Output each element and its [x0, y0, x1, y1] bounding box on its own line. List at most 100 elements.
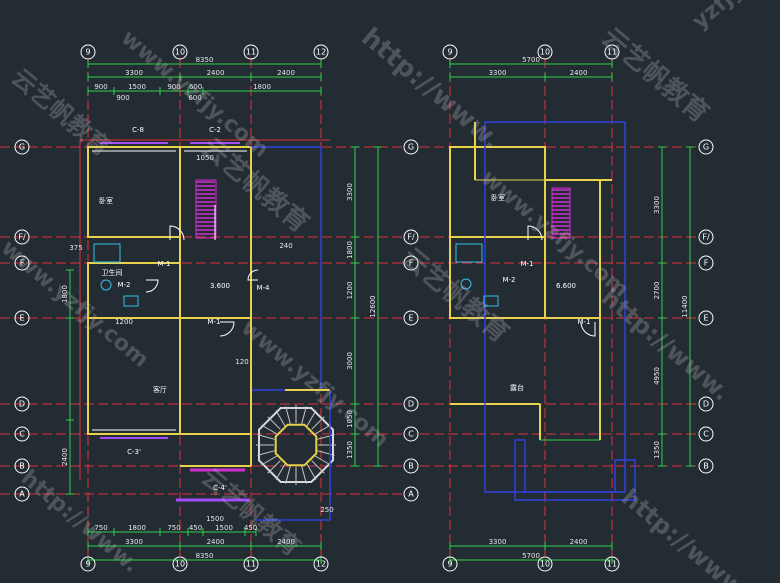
axis-right-C-circle — [698, 426, 714, 442]
tower-step-22 — [314, 424, 331, 435]
r-sink — [483, 295, 499, 307]
left-right-dims-text-5: 1350 — [346, 441, 354, 459]
r-door-m2-label: M-2 — [502, 276, 515, 284]
door-m1b-label: M-1 — [207, 318, 220, 326]
right-right-dims-text-0: 3300 — [653, 196, 661, 214]
left-top-row3-text-0: 900 — [94, 83, 107, 91]
watermark-brand-2: 云艺帆教育 — [596, 22, 716, 129]
room-bathroom-left: 卫生间 — [102, 268, 123, 277]
tower-step-9 — [267, 460, 281, 474]
axis-bottom-right-11-circle — [604, 556, 620, 572]
tower-step-4 — [306, 463, 317, 480]
axis-bottom-left-11-label: 11 — [246, 560, 256, 569]
r-door-m1b-label: M-1 — [577, 318, 590, 326]
tower-step-13 — [257, 434, 275, 440]
right-right-total-text-0: 11400 — [681, 295, 689, 317]
misc-900: 900 — [116, 94, 129, 102]
misc-600: 600 — [188, 94, 201, 102]
watermark-http-2: http://www. — [596, 283, 735, 406]
axis-mid-F-label: F — [409, 259, 414, 268]
misc-1200: 1200 — [115, 318, 133, 326]
axis-top-left-10-circle — [172, 44, 188, 60]
axis-left-F/-label: F/ — [18, 233, 26, 242]
r-outline-lower — [514, 439, 636, 501]
left-bottom-row2-text-0: 3300 — [125, 538, 143, 546]
door-arc-m1-corridor — [219, 321, 235, 337]
misc-120: 120 — [235, 358, 248, 366]
left-right-total-text-0: 12600 — [369, 295, 377, 317]
left-right-dims-text-3: 3000 — [346, 352, 354, 370]
axis-mid-G-label: G — [408, 143, 414, 152]
axis-left-D-circle — [14, 396, 30, 412]
tower-step-1 — [317, 450, 335, 456]
left-right-dims-text-4: 1050 — [346, 410, 354, 428]
r-bathtub — [455, 243, 483, 263]
tower-step-2 — [314, 455, 331, 466]
left-right-dims-text-2: 1200 — [346, 282, 354, 300]
left-bottom-row1-text-4: 1500 — [215, 524, 233, 532]
room-living-left: 客厅 — [153, 385, 167, 394]
axis-right-G-label: G — [703, 143, 709, 152]
r-door-m1-label: M-1 — [520, 260, 533, 268]
misc-375: 375 — [69, 244, 82, 252]
axis-bottom-left-10-label: 10 — [175, 560, 185, 569]
axis-right-C-label: C — [703, 430, 709, 439]
axis-top-left-12-label: 12 — [316, 48, 326, 57]
tower-step-15 — [267, 416, 281, 430]
tower-step-7 — [285, 466, 291, 484]
axis-bottom-left-9-circle — [80, 556, 96, 572]
right-bottom-dims-text-1: 2400 — [570, 538, 588, 546]
watermark-yzfjy: yzfjy — [688, 0, 749, 35]
room-terrace-right: 露台 — [510, 383, 524, 392]
window-c3-label: C-3' — [127, 448, 141, 456]
left-top-row2-text-2: 2400 — [277, 69, 295, 77]
tower-step-20 — [306, 410, 317, 427]
door-m2-label: M-2 — [117, 281, 130, 289]
left-top-row3-text-4: 1800 — [253, 83, 271, 91]
axis-right-B-circle — [698, 458, 714, 474]
axis-left-B-label: B — [19, 462, 25, 471]
axis-mid-A-label: A — [408, 490, 414, 499]
axis-mid-F/-label: F/ — [407, 233, 415, 242]
watermark-url-4: www.yzfjy.com — [476, 165, 633, 302]
axis-top-right-10-circle — [537, 44, 553, 60]
tower-step-19 — [301, 406, 307, 424]
misc-240: 240 — [279, 242, 292, 250]
door-arc-m1 — [169, 225, 185, 241]
stair-outline — [195, 179, 217, 239]
left-bottom-row1-text-1: 1800 — [128, 524, 146, 532]
axis-bottom-left-11-circle — [243, 556, 259, 572]
watermark-http-1: http://www. — [356, 22, 507, 155]
tower-step-5 — [301, 466, 307, 484]
axis-mid-D-circle — [403, 396, 419, 412]
sink — [123, 295, 139, 307]
axis-bottom-left-12-circle — [313, 556, 329, 572]
tower-step-3 — [311, 460, 325, 474]
r-door-arc-m1 — [527, 225, 543, 241]
axis-mid-F-circle — [403, 255, 419, 271]
axis-left-F-circle — [14, 255, 30, 271]
watermark-http-4: http://www. — [616, 483, 755, 583]
axis-mid-E-circle — [403, 310, 419, 326]
axis-top-left-11-circle — [243, 44, 259, 60]
right-top-total-text-0: 5700 — [522, 56, 540, 64]
left-bottom-row1-text-3: 450 — [189, 524, 202, 532]
axis-bottom-left-10-circle — [172, 556, 188, 572]
axis-mid-F/-circle — [403, 229, 419, 245]
axis-top-left-11-label: 11 — [246, 48, 256, 57]
axis-top-left-9-label: 9 — [85, 48, 90, 57]
right-right-dims-text-2: 4950 — [653, 367, 661, 385]
window-c8-label: C-8 — [132, 126, 144, 134]
axis-mid-B-circle — [403, 458, 419, 474]
watermark-brand-4: 云艺帆教育 — [396, 242, 516, 349]
tower-step-16 — [275, 410, 286, 427]
axis-bottom-right-11-label: 11 — [607, 560, 617, 569]
tower-step-14 — [261, 424, 278, 435]
left-top-total-text-0: 8350 — [196, 56, 214, 64]
axis-top-right-10-label: 10 — [540, 48, 550, 57]
right-bottom-total-text-0: 5700 — [522, 552, 540, 560]
elevation-left: 3.600 — [210, 282, 230, 290]
left-left-dims-text-0: 1800 — [61, 285, 69, 303]
